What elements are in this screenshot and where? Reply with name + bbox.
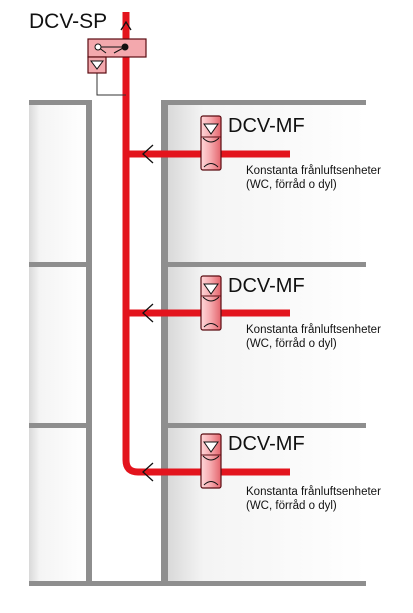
dcv-sp-label: DCV-SP — [29, 10, 107, 33]
floor-3-note-line1: Konstanta frånluftsenheter — [246, 486, 381, 498]
slab-left-3 — [29, 423, 92, 428]
mf-outlet-icon — [203, 163, 219, 168]
floor-3-note-line2: (WC, förråd o dyl) — [246, 500, 337, 512]
arrow-left-icon — [142, 144, 154, 164]
flow-arrows — [120, 20, 154, 482]
rooms — [29, 104, 366, 582]
mf-unit-body — [200, 433, 222, 489]
dcv-mf-unit-1 — [200, 115, 222, 171]
left-room-1 — [29, 104, 87, 262]
sp-sensor-icon — [90, 60, 104, 70]
floor-2-unit-label: DCV-MF — [228, 275, 305, 297]
mf-damper-icon — [202, 455, 220, 461]
floor-1-note-line2: (WC, förråd o dyl) — [246, 179, 337, 191]
slab-left-2 — [29, 262, 92, 267]
sp-control-wire — [96, 72, 126, 96]
mf-unit-body — [200, 115, 222, 171]
dcv-sp-unit — [87, 38, 147, 96]
dcv-mf-unit-2 — [200, 275, 222, 331]
mf-outlet-icon — [203, 323, 219, 328]
slab-right-3 — [161, 423, 366, 428]
mf-damper-icon — [202, 137, 220, 143]
mf-sensor-icon — [203, 283, 219, 295]
slab-bottom — [29, 581, 366, 586]
mf-damper-icon — [202, 296, 220, 302]
floor-3-unit-label: DCV-MF — [228, 433, 305, 455]
floor-2-note-line1: Konstanta frånluftsenheter — [246, 324, 381, 336]
mf-sensor-icon — [203, 123, 219, 135]
arrow-left-icon — [142, 462, 154, 482]
slab-right-2 — [161, 262, 366, 267]
dcv-mf-unit-3 — [200, 433, 222, 489]
sp-controller-icon — [94, 43, 129, 54]
arrow-left-icon — [142, 303, 154, 323]
slab-left-1 — [29, 100, 92, 105]
floor-1-note-line1: Konstanta frånluftsenheter — [246, 165, 381, 177]
mf-unit-body — [200, 275, 222, 331]
right-shaft-wall — [161, 100, 168, 586]
mf-outlet-icon — [203, 481, 219, 486]
arrow-up-icon — [120, 20, 132, 31]
left-shaft-wall — [86, 100, 92, 586]
floor-1-unit-label: DCV-MF — [228, 115, 305, 137]
slab-right-1 — [161, 100, 366, 105]
walls — [29, 100, 366, 586]
left-room-2 — [29, 266, 87, 423]
sp-damper-box — [87, 38, 147, 58]
floor-2-note-line2: (WC, förråd o dyl) — [246, 338, 337, 350]
left-room-3 — [29, 427, 87, 582]
mf-sensor-icon — [203, 441, 219, 453]
floor-labels: DCV-MF Konstanta frånluftsenheter (WC, f… — [228, 115, 381, 512]
main-riser-duct — [122, 12, 290, 476]
